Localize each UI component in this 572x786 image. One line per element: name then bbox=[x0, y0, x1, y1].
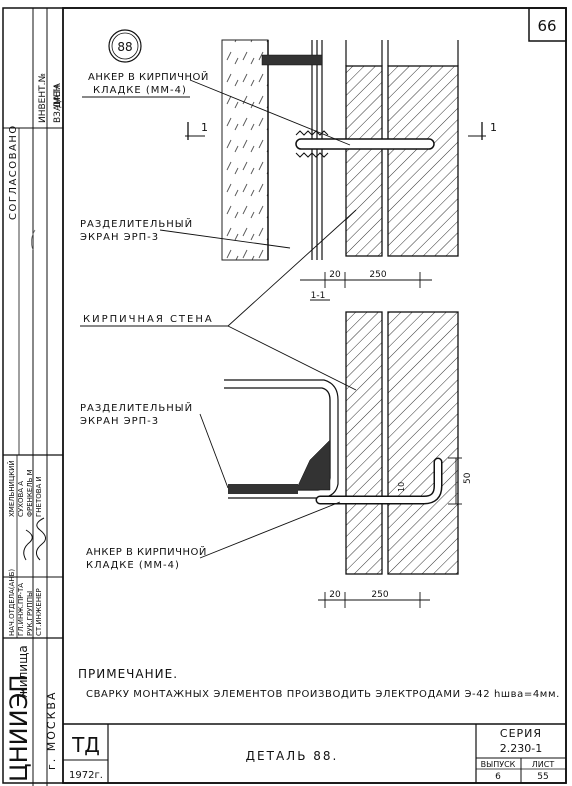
title-detail: ДЕТАЛЬ 88. bbox=[246, 749, 339, 763]
stamp-replaced: ВЗАМЕН bbox=[53, 85, 63, 123]
title-year: 1972г. bbox=[69, 770, 103, 781]
stamp-name-1: ХМЕЛЬНИЦКИЙ bbox=[7, 460, 16, 517]
stamp-role-3: РУК.ГРУППЫ bbox=[26, 591, 34, 636]
issue-label: ВЫПУСК bbox=[481, 760, 516, 769]
stamp-name-3: ФРЕНКЕЛЬ М bbox=[26, 469, 34, 517]
callout-anchor-bottom-line2: КЛАДКЕ (ММ-4) bbox=[86, 560, 180, 571]
series-label: СЕРИЯ bbox=[500, 727, 542, 740]
bottom-wall-panel-1 bbox=[345, 311, 383, 575]
bottom-dim-vertical: 50 bbox=[463, 472, 473, 484]
org-logo: ЦНИИЭП bbox=[5, 675, 33, 782]
bottom-dim-small: 10 bbox=[397, 482, 406, 492]
section-mark-right: 1 bbox=[490, 121, 497, 134]
title-code: ТД bbox=[71, 733, 100, 757]
top-dim-gap: 20 bbox=[329, 270, 341, 280]
city: г. МОСКВА bbox=[45, 691, 58, 770]
callout-screen-top-line2: ЭКРАН ЭРП-3 bbox=[80, 232, 159, 243]
callout-brick-wall: КИРПИЧНАЯ СТЕНА bbox=[83, 314, 214, 325]
series-value: 2.230-1 bbox=[500, 742, 542, 755]
stamp-name-2: СУХОВА А bbox=[17, 481, 25, 517]
top-detail: 1 1 20 250 1-1 bbox=[185, 39, 497, 301]
callout-screen-bottom-line2: ЭКРАН ЭРП-3 bbox=[80, 416, 159, 427]
stamp-role-1: НАЧ.ОТДЕЛА(АНБ) bbox=[8, 569, 16, 636]
callout-anchor-bottom-line1: АНКЕР В КИРПИЧНОЙ bbox=[86, 545, 207, 558]
bottom-wall-panel-2 bbox=[387, 311, 459, 575]
sheet-corner-box bbox=[528, 7, 567, 42]
stamp-approved: СОГЛАСОВАНО bbox=[8, 124, 19, 220]
callout-anchor-top-line1: АНКЕР В КИРПИЧНОЙ bbox=[88, 70, 209, 83]
top-brick-wall bbox=[221, 39, 269, 261]
sheet-label: ЛИСТ bbox=[532, 760, 555, 769]
top-sealant bbox=[261, 54, 323, 66]
note-text: СВАРКУ МОНТАЖНЫХ ЭЛЕМЕНТОВ ПРОИЗВОДИТЬ Э… bbox=[86, 689, 560, 700]
side-stamp-text: ДАТА ИНВЕНТ.№ ВЗАМЕН СОГЛАСОВАНО НАЧ.ОТД… bbox=[5, 73, 63, 782]
bottom-detail: 50 10 20 250 bbox=[224, 311, 473, 608]
callout-screen-bottom-line1: РАЗДЕЛИТЕЛЬНЫЙ bbox=[80, 401, 193, 414]
section-mark-left: 1 bbox=[201, 121, 208, 134]
stamp-inventory: ИНВЕНТ.№ bbox=[38, 73, 48, 123]
signature-mark bbox=[36, 517, 46, 561]
note-heading: ПРИМЕЧАНИЕ. bbox=[78, 667, 178, 681]
side-stamp bbox=[3, 8, 63, 786]
sheet-value: 55 bbox=[537, 772, 548, 782]
top-wall-panel-1 bbox=[345, 65, 383, 257]
top-wall-panel-2 bbox=[387, 65, 459, 257]
inner-frame bbox=[62, 7, 567, 784]
stamp-name-4: ГНЕТОВА И bbox=[35, 476, 43, 517]
bottom-dim-wall: 250 bbox=[371, 590, 388, 600]
sheet-corner-number: 66 bbox=[537, 17, 556, 35]
detail-marker-circle bbox=[108, 29, 142, 63]
bottom-sealant bbox=[228, 484, 298, 494]
title-block bbox=[63, 723, 566, 783]
callouts: АНКЕР В КИРПИЧНОЙ КЛАДКЕ (ММ-4) РАЗДЕЛИТ… bbox=[80, 70, 357, 571]
cut-label: 1-1 bbox=[311, 291, 326, 301]
stamp-date: ДАТА bbox=[53, 82, 63, 108]
callout-anchor-top-line2: КЛАДКЕ (ММ-4) bbox=[93, 85, 187, 96]
callout-screen-top-line1: РАЗДЕЛИТЕЛЬНЫЙ bbox=[80, 217, 193, 230]
org-name: жилища bbox=[16, 645, 30, 698]
top-dim-wall: 250 bbox=[369, 270, 386, 280]
detail-marker-number: 88 bbox=[117, 40, 132, 54]
issue-value: 6 bbox=[495, 772, 501, 782]
stamp-role-4: СТ.ИНЖЕНЕР bbox=[35, 588, 43, 636]
stamp-role-2: ГЛ.ИНЖ.ПР-ТА bbox=[17, 583, 25, 636]
bottom-dim-gap: 20 bbox=[329, 590, 341, 600]
top-anchor-rod bbox=[295, 138, 435, 150]
